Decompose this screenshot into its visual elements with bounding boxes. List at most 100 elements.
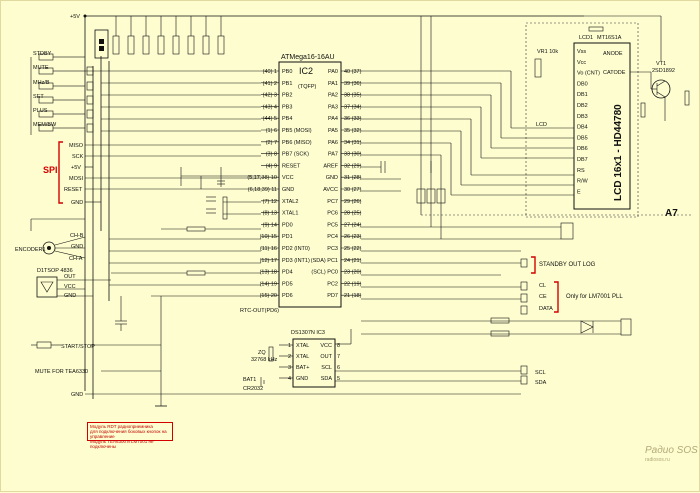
bottom-left-io: START/STOP MUTE FOR TEA6330 GND — [31, 296, 521, 407]
mcu-right-pin-name: PC7 — [327, 199, 338, 205]
mcu-right-pin-name: PC6 — [327, 211, 338, 217]
watermark-url: radiosos.ru — [645, 457, 670, 463]
mcu-left-pin-num: (14) 19 — [260, 281, 277, 287]
rtc-crystal-freq: 32768 kHz — [251, 357, 278, 363]
mcu-right-pin-name: PA1 — [328, 81, 338, 87]
rtc-right-pin-num: 6 — [337, 365, 340, 371]
mcu-left-pin-num: (42) 3 — [263, 93, 277, 99]
lcd-pin: DB4 — [577, 125, 588, 131]
mcu-right-pin-num: 21 (18) — [344, 293, 362, 299]
rtc-left-pin-name: GND — [296, 376, 308, 382]
ir-out: OUT — [64, 274, 76, 280]
lcd-pin: Vss — [577, 49, 586, 55]
mcu-right-pin-name: PD7 — [327, 293, 338, 299]
mcu-left-pin-name: PB2 — [282, 93, 292, 99]
power-label: +5V — [70, 14, 80, 20]
lcd-pin: DB0 — [577, 81, 588, 87]
mcu-left-pin-name: PB3 — [282, 104, 292, 110]
button-label-mhzb: MHz/B — [33, 80, 50, 86]
mcu-rtc-note: RTC-OUT(PD6) — [240, 308, 279, 314]
mcu-right-pin-name: AVCC — [323, 187, 338, 193]
mcu-left-pin-name: RESET — [282, 163, 301, 169]
mcu-left-pin-name: PB0 — [282, 69, 292, 75]
mcu-left-pin-num: (9) 14 — [263, 222, 277, 228]
button-label-stdby: STDBY — [33, 51, 52, 57]
mcu-left-pin-name: PB1 — [282, 81, 292, 87]
note-line-3: Модуль TEA6300 и LM7001 не подключены — [90, 439, 154, 449]
mcu-right-pin-num: 37 (34) — [344, 104, 362, 110]
lcd-pin: DB6 — [577, 146, 588, 152]
rtc-right-pin-name: OUT — [320, 354, 332, 360]
lcd-pin: DB2 — [577, 103, 588, 109]
spi-header: SPI MISO SCK +5V MOSI RESET GND — [43, 141, 261, 206]
mcu-left-pin-name: PD3 (INT1) — [282, 258, 310, 264]
mcu-right-pin-name: PA5 — [328, 128, 338, 134]
rtc-left-pin-name: XTAL — [296, 354, 309, 360]
note-box: Модуль RDT радиоприемника для подключени… — [87, 422, 173, 449]
mcu-left-pin-num: (40) 1 — [263, 69, 277, 75]
mcu-right-pin-num: 22 (19) — [344, 281, 362, 287]
lcd-cathode: CATODE — [603, 70, 626, 76]
mcu-left-pin-name: PD4 — [282, 270, 293, 276]
lcd-pin: DB5 — [577, 135, 588, 141]
mcu-left-pin-num: (10) 15 — [260, 234, 277, 240]
mcu-right-pin-name: PC3 — [327, 246, 338, 252]
mcu-right-pin-name: PC4 — [327, 234, 338, 240]
rtc-left-pin-name: XTAL — [296, 343, 309, 349]
pd-resistor — [111, 270, 261, 276]
spi-line-5v: +5V — [71, 165, 81, 171]
button-label-plus: PLUS — [33, 108, 48, 114]
out-cl: CL — [539, 283, 546, 289]
mcu-right-pin-num: 34 (31) — [344, 140, 362, 146]
rtc-battery: BAT1 — [243, 377, 256, 383]
mcu-left-pin-name: PD2 (INT0) — [282, 246, 310, 252]
mcu-left-pin-name: PB4 — [282, 116, 292, 122]
mcu-right-pin-num: 40 (37) — [344, 69, 362, 75]
mcu-right-pin-name: (SDA) PC1 — [311, 258, 338, 264]
spi-line-reset: RESET — [64, 187, 83, 193]
note-line-1: Модуль RDT радиоприемника — [90, 424, 153, 429]
rtc-right-pin-name: VCC — [320, 343, 332, 349]
mcu-right-pin-name: PA7 — [328, 152, 338, 158]
mcu-left-pin-num: (12) 17 — [260, 258, 277, 264]
rtc-right-pin-name: SCL — [321, 365, 332, 371]
transistor-part: 2SD1892 — [652, 68, 675, 74]
lcd-pin: E — [577, 189, 581, 195]
mcu-left-pin-num: (41) 2 — [263, 81, 277, 87]
vr-label: VR1 10k — [537, 49, 558, 55]
lcd-label: LCD — [536, 122, 547, 128]
mcu-right-pin-num: 31 (28) — [344, 175, 362, 181]
out-scl: SCL — [535, 370, 546, 376]
mcu-ref: IC2 — [299, 66, 313, 76]
mcu-left-pin-num: (5,17,38) 10 — [247, 175, 277, 181]
mcu-right-pin-num: 25 (22) — [344, 246, 362, 252]
mcu-right-pin-num: 30 (27) — [344, 187, 362, 193]
lcd-pin: Vo (CNT) — [577, 71, 600, 77]
encoder-ch-a: CH-A — [69, 256, 83, 262]
rtc-right-pin-name: SDA — [321, 376, 333, 382]
mcu-right-pin-num: 39 (36) — [344, 81, 362, 87]
mcu-right-pin-name: PA6 — [328, 140, 338, 146]
ir-receiver: D1 TSOP 4836 OUT VCC GND — [36, 268, 127, 331]
mcu-left-pin-num: (6,18,39) 11 — [248, 187, 277, 193]
mcu-right-pin-num: 32 (29) — [344, 163, 362, 169]
watermark-logo: Радио SOS — [645, 445, 698, 456]
rtc-left-pin-num: 4 — [288, 376, 291, 382]
backlight-transistor: VT1 2SD1892 — [630, 61, 690, 121]
mcu-left-pin-num: (11) 16 — [260, 246, 277, 252]
mcu-right-pin-name: PA0 — [328, 69, 338, 75]
mcu-left-pin-name: GND — [282, 187, 294, 193]
mcu-left-pin-name: PD0 — [282, 222, 293, 228]
pullup-resistor-array — [94, 16, 225, 59]
mcu-left-pin-name: XTAL2 — [282, 199, 298, 205]
mcu-right-pin-name: GND — [326, 175, 338, 181]
mute-out-label: MUTE FOR TEA6330 — [35, 369, 88, 375]
status-led — [361, 317, 632, 337]
pll-note: Only for LM7001 PLL — [566, 294, 623, 300]
mcu-right-pin-name: (SCL) PC0 — [311, 270, 338, 276]
mcu-left-pin-num: (44) 5 — [263, 116, 277, 122]
ir-ref: D1 — [37, 268, 44, 274]
